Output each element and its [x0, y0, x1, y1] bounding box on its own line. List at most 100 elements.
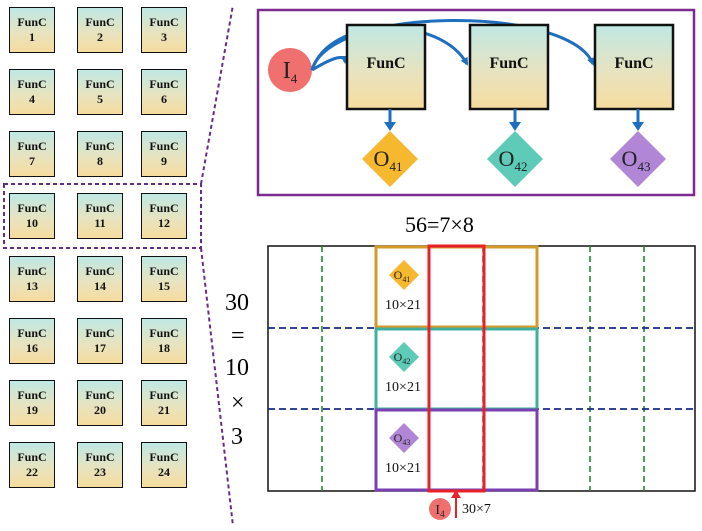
arrow-input-func1 — [311, 55, 349, 72]
region-diamond-43 — [389, 423, 419, 453]
func-box-number: 14 — [94, 279, 106, 293]
func-box-label: FunC — [17, 450, 47, 464]
func-box-number: 13 — [26, 279, 38, 293]
feature-map-border — [267, 245, 696, 492]
region-size-43: 10×21 — [385, 461, 421, 476]
func-box-label: FunC — [149, 15, 179, 29]
func-box-label: FunC — [85, 388, 115, 402]
func-box-number: 3 — [161, 30, 167, 44]
func-box-number: 24 — [158, 465, 170, 479]
func-box-label: FunC — [149, 139, 179, 153]
func-box-number: 1 — [29, 30, 35, 44]
func-box-number: 7 — [29, 154, 35, 168]
func-box-number: 20 — [94, 403, 106, 417]
side-label-part: = — [231, 323, 245, 349]
region-size-42: 10×21 — [385, 380, 421, 395]
func-box-label: FunC — [149, 77, 179, 91]
output-arrowhead — [509, 122, 521, 131]
bottom-input-circle — [429, 498, 451, 520]
func-box-label: FunC — [85, 326, 115, 340]
func-box-number: 16 — [26, 341, 38, 355]
region-label-43: O43 — [394, 431, 411, 447]
func-box-number: 10 — [26, 216, 38, 230]
func-box-label: FunC — [17, 77, 47, 91]
bottom-input-label: I4 — [435, 503, 445, 519]
func-box-label: FunC — [149, 450, 179, 464]
output-diamond-41 — [362, 131, 418, 187]
output-arrowhead — [632, 122, 644, 131]
region-diamond-42 — [389, 342, 419, 372]
bottom-input-arrowhead — [451, 490, 461, 498]
func-box-label: FunC — [17, 15, 47, 29]
func-box-number: 9 — [161, 154, 167, 168]
func-box-label: FunC — [85, 139, 115, 153]
highlight-row-box — [3, 183, 202, 249]
func-box-label: FunC — [85, 450, 115, 464]
output-label-42: O42 — [499, 146, 528, 174]
arrow-input-func3 — [310, 19, 595, 71]
func-box-number: 22 — [26, 465, 38, 479]
func-box-number: 8 — [97, 154, 103, 168]
output-diamond-43 — [610, 131, 666, 187]
region-diamond-41 — [389, 260, 419, 290]
region-label-41: O41 — [394, 268, 411, 284]
input-label: I4 — [283, 58, 298, 86]
func-box-label: FunC — [85, 201, 115, 215]
input-circle — [268, 48, 312, 92]
grid-title: 56=7×8 — [405, 212, 474, 237]
top-func-box-3 — [593, 23, 675, 111]
side-label-part: 3 — [231, 424, 243, 450]
output-label-41: O41 — [374, 146, 403, 174]
func-box-number: 17 — [94, 341, 106, 355]
side-label-part: × — [231, 390, 245, 416]
top-func-label: FunC — [366, 55, 405, 72]
func-box-label: FunC — [17, 326, 47, 340]
func-box-label: FunC — [17, 201, 47, 215]
func-box-number: 12 — [158, 216, 170, 230]
func-box-label: FunC — [149, 264, 179, 278]
region-size-41: 10×21 — [385, 298, 421, 313]
top-func-label: FunC — [489, 55, 528, 72]
connector-line-top — [200, 4, 234, 185]
func-box-number: 2 — [97, 30, 103, 44]
func-box-number: 18 — [158, 341, 170, 355]
func-box-label: FunC — [85, 264, 115, 278]
func-box-number: 4 — [29, 92, 35, 106]
func-box-number: 23 — [94, 465, 106, 479]
func-box-number: 11 — [94, 216, 106, 230]
func-box-label: FunC — [17, 388, 47, 402]
func-box-label: FunC — [17, 264, 47, 278]
output-arrowhead — [384, 122, 396, 131]
connector-line-bottom — [200, 247, 234, 527]
func-box-number: 19 — [26, 403, 38, 417]
func-box-label: FunC — [17, 139, 47, 153]
func-box-label: FunC — [149, 201, 179, 215]
top-func-box-2 — [468, 23, 550, 111]
top-func-box-1 — [345, 23, 427, 111]
func-box-label: FunC — [149, 326, 179, 340]
top-func-label: FunC — [614, 55, 653, 72]
func-box-number: 6 — [161, 92, 167, 106]
side-label-part: 30 — [225, 290, 249, 316]
